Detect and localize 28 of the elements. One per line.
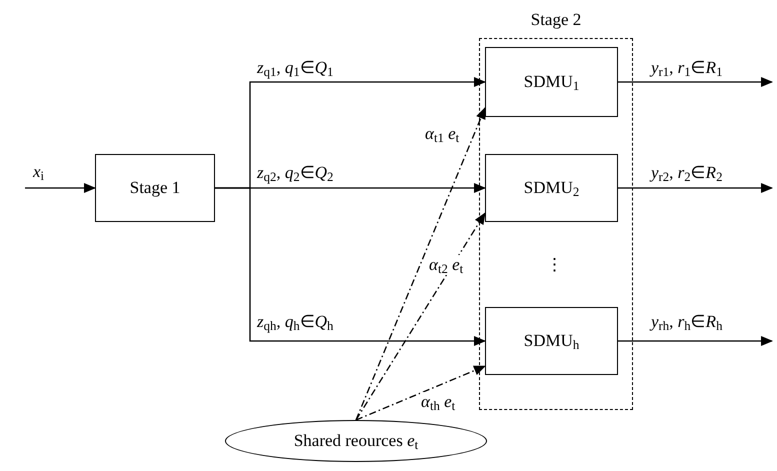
- edge-label: y$_{r2}$, r$_{2}$∈R$_{2}$: [650, 163, 724, 183]
- arrow: [618, 183, 773, 193]
- edge-label: z$_{q1}$, q$_{1}$∈Q$_{1}$: [256, 58, 334, 78]
- arrow: [215, 187, 486, 346]
- node-label: Stage 1: [130, 178, 180, 198]
- arrow: [618, 336, 773, 346]
- edge-label: y$_{r1}$, r$_{1}$∈R$_{1}$: [650, 58, 724, 78]
- edge-label: α$_{t2}$ e$_{t}$: [428, 255, 464, 275]
- process-box: [485, 154, 618, 222]
- arrow: [25, 183, 96, 193]
- node-label: Shared reources e$_{t}$: [294, 431, 418, 451]
- node-label: SDMU$_{2}$: [524, 178, 580, 198]
- arrow: [618, 77, 773, 87]
- process-box: [485, 47, 618, 117]
- process-box: [95, 154, 215, 222]
- ellipsis-mark: ⋮: [546, 255, 563, 275]
- dash-dot-arrow: [355, 212, 486, 420]
- node-label: SDMU$_{1}$: [524, 72, 580, 92]
- edge-label: α$_{th}$ e$_{t}$: [420, 392, 456, 412]
- edge-label: z$_{q2}$, q$_{2}$∈Q$_{2}$: [256, 163, 334, 183]
- edge-label: z$_{qh}$, q$_{h}$∈Q$_{h}$: [256, 312, 334, 332]
- dash-dot-arrow: [356, 366, 486, 421]
- group-heading: Stage 2: [530, 10, 582, 30]
- dash-dot-arrow: [355, 106, 486, 420]
- edge-label: x$_{i}$: [32, 162, 46, 182]
- process-box: [485, 307, 618, 375]
- edge-label: y$_{rh}$, r$_{h}$∈R$_{h}$: [650, 312, 724, 332]
- node-label: SDMU$_{h}$: [524, 331, 580, 351]
